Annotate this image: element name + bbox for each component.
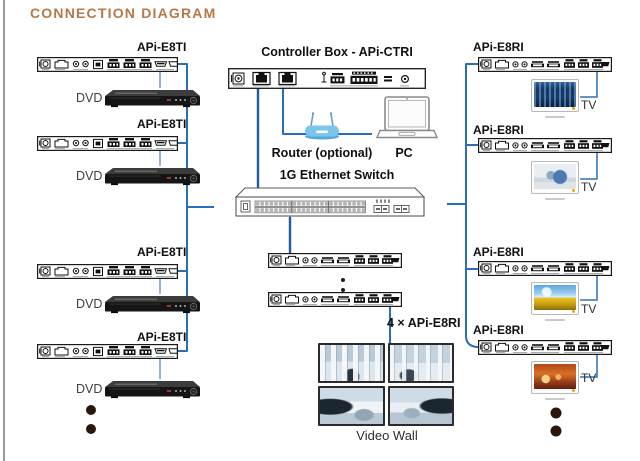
- middle-ellipsis-dots-icon: [341, 278, 345, 292]
- ethernet-switch-device: [235, 187, 425, 217]
- tv-3-label: TV: [581, 302, 597, 316]
- dvd-3-label: DVD: [76, 297, 103, 311]
- transmitter-3-device: [37, 264, 178, 279]
- controller-box-label: Controller Box - APi-CTRI: [261, 45, 413, 59]
- controller-box-device: [228, 68, 426, 89]
- tv-stand-icon: [545, 398, 565, 400]
- transmitter-1-device: [37, 57, 178, 72]
- transmitter-2-device: [37, 136, 178, 151]
- ethernet-switch-label: 1G Ethernet Switch: [279, 168, 395, 182]
- receiver-1-device: [478, 57, 612, 72]
- tv-1-screen: [534, 82, 576, 107]
- tv-2-icon: [531, 161, 579, 200]
- dvd-1-player-icon: [105, 87, 200, 108]
- page-title: CONNECTION DIAGRAM: [30, 5, 217, 21]
- video-wall-label: Video Wall: [356, 428, 418, 443]
- router-icon: [302, 111, 342, 141]
- receiver-3-label: APi-E8RI: [473, 245, 524, 259]
- tv-stand-icon: [545, 319, 565, 321]
- tv-power-led-icon: [572, 107, 575, 110]
- receiver-2-label: APi-E8RI: [473, 123, 524, 137]
- right-ellipsis-dots-icon: [550, 407, 562, 437]
- tv-1-icon: [531, 79, 579, 118]
- transmitter-3-label: APi-E8TI: [137, 245, 187, 259]
- router-label: Router (optional): [271, 146, 373, 160]
- tv-stand-icon: [545, 198, 565, 200]
- transmitter-2-label: APi-E8TI: [137, 117, 187, 131]
- tv-stand-icon: [545, 116, 565, 118]
- tv-3-icon: [531, 282, 579, 321]
- tv-4-icon: [531, 361, 579, 400]
- dvd-2-player-icon: [105, 165, 200, 186]
- tv-4-screen: [534, 364, 576, 389]
- mid-receiver-2-device: [268, 292, 402, 307]
- receiver-4-device: [478, 340, 612, 355]
- laptop-icon: [370, 96, 438, 142]
- receiver-2-device: [478, 138, 612, 153]
- receiver-group-label: 4 × APi-E8RI: [387, 316, 461, 330]
- tv-3-screen: [534, 285, 576, 310]
- page-edge-border: [3, 0, 5, 461]
- tv-power-led-icon: [572, 389, 575, 392]
- video-wall-panel: [318, 343, 385, 383]
- video-wall-icon: [318, 343, 454, 426]
- left-ellipsis-dots-icon: [86, 405, 96, 434]
- video-wall-panel: [387, 386, 454, 426]
- tv-power-led-icon: [572, 310, 575, 313]
- receiver-3-device: [478, 261, 612, 276]
- pc-label: PC: [395, 146, 413, 160]
- tv-link-lines: [580, 71, 598, 378]
- tv-4-label: TV: [581, 371, 597, 385]
- dvd-4-player-icon: [105, 378, 200, 399]
- transmitter-4-label: APi-E8TI: [137, 330, 187, 344]
- dvd-2-label: DVD: [76, 169, 103, 183]
- tv-power-led-icon: [572, 189, 575, 192]
- transmitter-1-label: APi-E8TI: [137, 40, 187, 54]
- tv-1-label: TV: [581, 98, 597, 112]
- tv-2-label: TV: [581, 180, 597, 194]
- right-bus-line: [447, 63, 479, 349]
- dvd-4-label: DVD: [76, 382, 103, 396]
- tv-2-screen: [534, 164, 576, 189]
- receiver-1-label: APi-E8RI: [473, 40, 524, 54]
- video-wall-panel: [318, 386, 385, 426]
- dvd-1-label: DVD: [76, 91, 103, 105]
- transmitter-4-device: [37, 344, 178, 359]
- video-wall-panel: [387, 343, 454, 383]
- dvd-3-player-icon: [105, 293, 200, 314]
- mid-receiver-1-device: [268, 253, 402, 268]
- receiver-4-label: APi-E8RI: [473, 323, 524, 337]
